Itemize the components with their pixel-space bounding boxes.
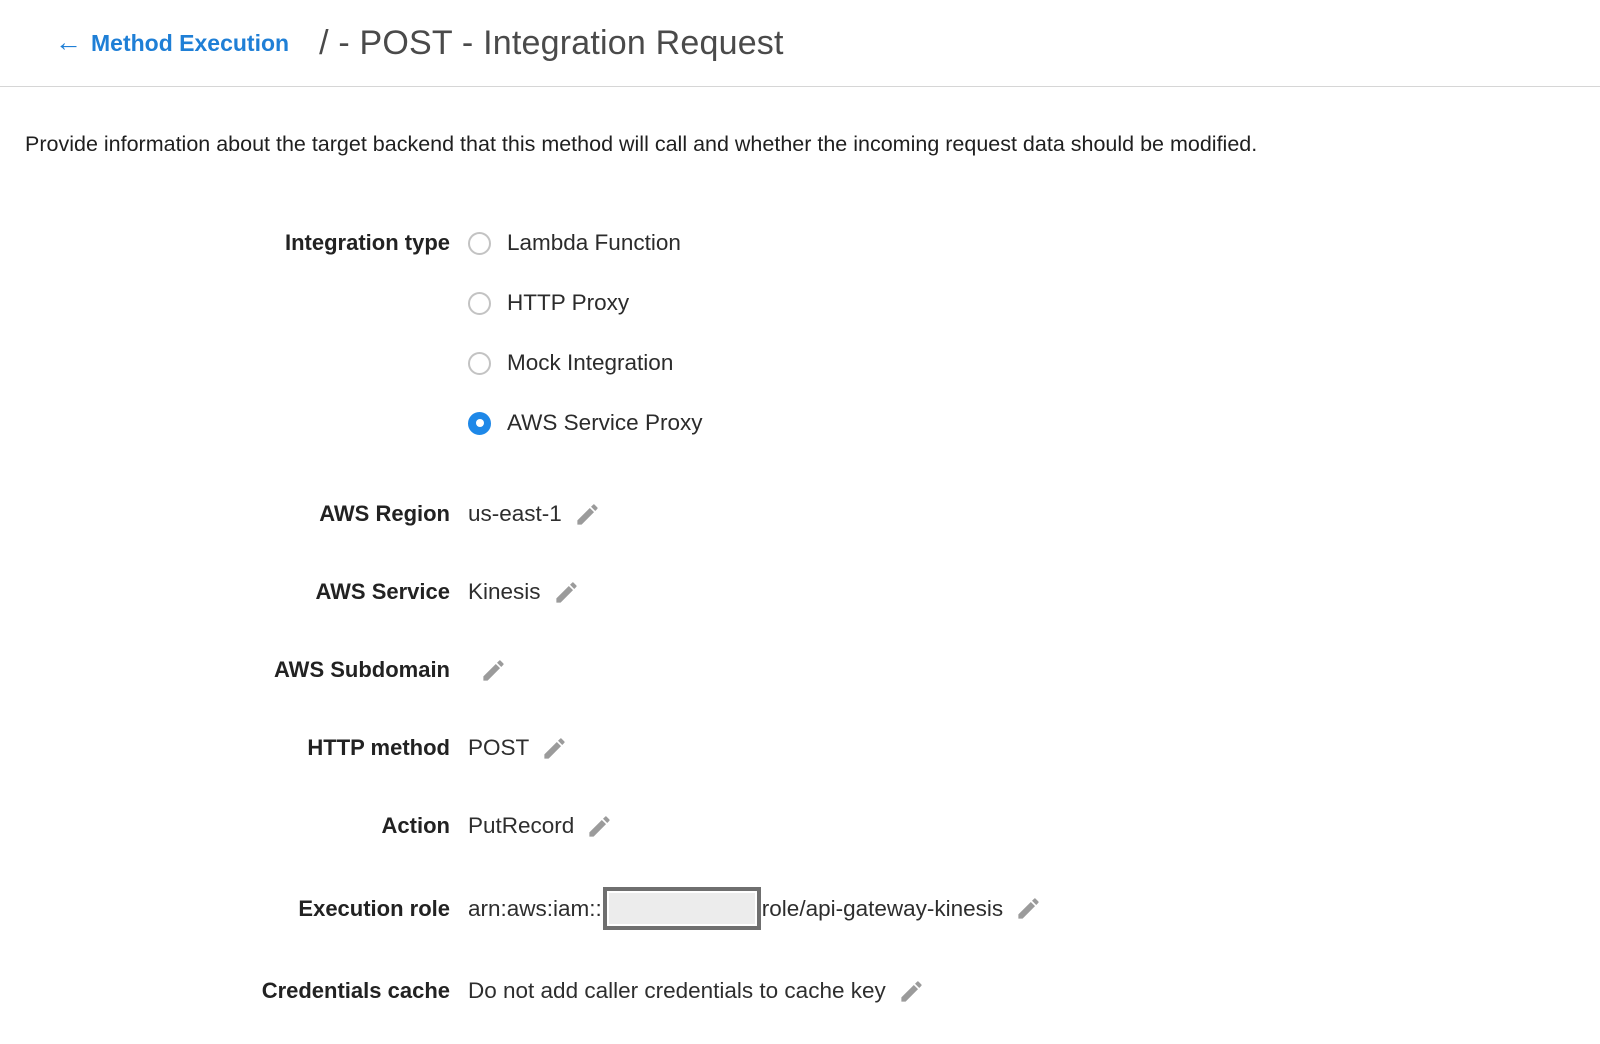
edit-execution-role-button[interactable] xyxy=(1015,895,1042,922)
integration-type-row: Integration type Lambda Function HTTP Pr… xyxy=(0,213,1600,453)
pencil-icon xyxy=(589,815,610,837)
edit-aws-subdomain-button[interactable] xyxy=(480,657,507,684)
integration-request-form: Integration type Lambda Function HTTP Pr… xyxy=(0,213,1600,1008)
pencil-icon xyxy=(555,581,577,603)
radio-button[interactable] xyxy=(468,351,491,375)
back-arrow-icon: ← xyxy=(55,26,82,57)
page-header: ← Method Execution / - POST - Integratio… xyxy=(0,0,1600,87)
edit-aws-region-button[interactable] xyxy=(574,501,601,528)
integration-type-label: Integration type xyxy=(284,230,450,255)
arn-prefix: arn:aws:iam:: xyxy=(468,895,602,921)
edit-aws-service-button[interactable] xyxy=(553,579,580,606)
field-value: Do not add caller credentials to cache k… xyxy=(468,978,886,1003)
execution-role-value: arn:aws:iam:: role/api-gateway-kinesis xyxy=(468,887,1003,930)
radio-option-label: HTTP Proxy xyxy=(507,290,630,315)
pencil-icon xyxy=(483,659,504,681)
field-label: Credentials cache xyxy=(261,978,450,1003)
field-label: Execution role xyxy=(298,895,450,921)
radio-button-selected[interactable] xyxy=(468,411,491,435)
radio-option-lambda-function[interactable]: Lambda Function xyxy=(468,213,702,273)
page-description: Provide information about the target bac… xyxy=(25,132,1258,156)
field-value: us-east-1 xyxy=(468,501,562,526)
redacted-account-id xyxy=(602,887,761,930)
field-row-aws-service: AWS Service Kinesis xyxy=(0,575,1600,609)
radio-option-label: Lambda Function xyxy=(507,230,681,255)
integration-type-options: Lambda Function HTTP Proxy Mock Integrat… xyxy=(468,213,702,453)
field-label: AWS Service xyxy=(315,579,450,604)
pencil-icon xyxy=(544,737,565,759)
radio-button[interactable] xyxy=(468,291,491,315)
back-link-label: Method Execution xyxy=(91,29,290,56)
edit-http-method-button[interactable] xyxy=(541,735,568,762)
pencil-icon xyxy=(1018,898,1039,919)
field-row-http-method: HTTP method POST xyxy=(0,731,1600,765)
page-title: / - POST - Integration Request xyxy=(319,23,784,62)
field-row-action: Action PutRecord xyxy=(0,809,1600,843)
fields-section: AWS Region us-east-1 AWS Service Kinesis… xyxy=(0,497,1600,1008)
field-row-aws-subdomain: AWS Subdomain xyxy=(0,653,1600,687)
edit-action-button[interactable] xyxy=(586,813,613,840)
field-row-credentials-cache: Credentials cache Do not add caller cred… xyxy=(0,974,1600,1008)
pencil-icon xyxy=(577,503,598,525)
field-label: AWS Subdomain xyxy=(274,657,450,682)
field-label: HTTP method xyxy=(307,735,450,760)
field-value: POST xyxy=(468,735,530,760)
pencil-icon xyxy=(901,980,922,1002)
edit-credentials-cache-button[interactable] xyxy=(898,978,925,1005)
back-to-method-execution-link[interactable]: ← Method Execution xyxy=(55,26,290,57)
field-label: AWS Region xyxy=(319,501,450,526)
radio-option-http-proxy[interactable]: HTTP Proxy xyxy=(468,273,702,333)
field-value: Kinesis xyxy=(468,579,541,604)
radio-option-mock-integration[interactable]: Mock Integration xyxy=(468,333,702,393)
field-row-execution-role: Execution role arn:aws:iam:: role/api-ga… xyxy=(0,887,1600,930)
field-label: Action xyxy=(381,813,450,838)
arn-suffix: role/api-gateway-kinesis xyxy=(761,895,1004,921)
field-value: PutRecord xyxy=(468,813,575,838)
radio-option-aws-service-proxy[interactable]: AWS Service Proxy xyxy=(468,393,702,453)
radio-option-label: AWS Service Proxy xyxy=(507,410,703,435)
field-row-aws-region: AWS Region us-east-1 xyxy=(0,497,1600,531)
radio-option-label: Mock Integration xyxy=(507,350,674,375)
radio-button[interactable] xyxy=(468,231,491,255)
